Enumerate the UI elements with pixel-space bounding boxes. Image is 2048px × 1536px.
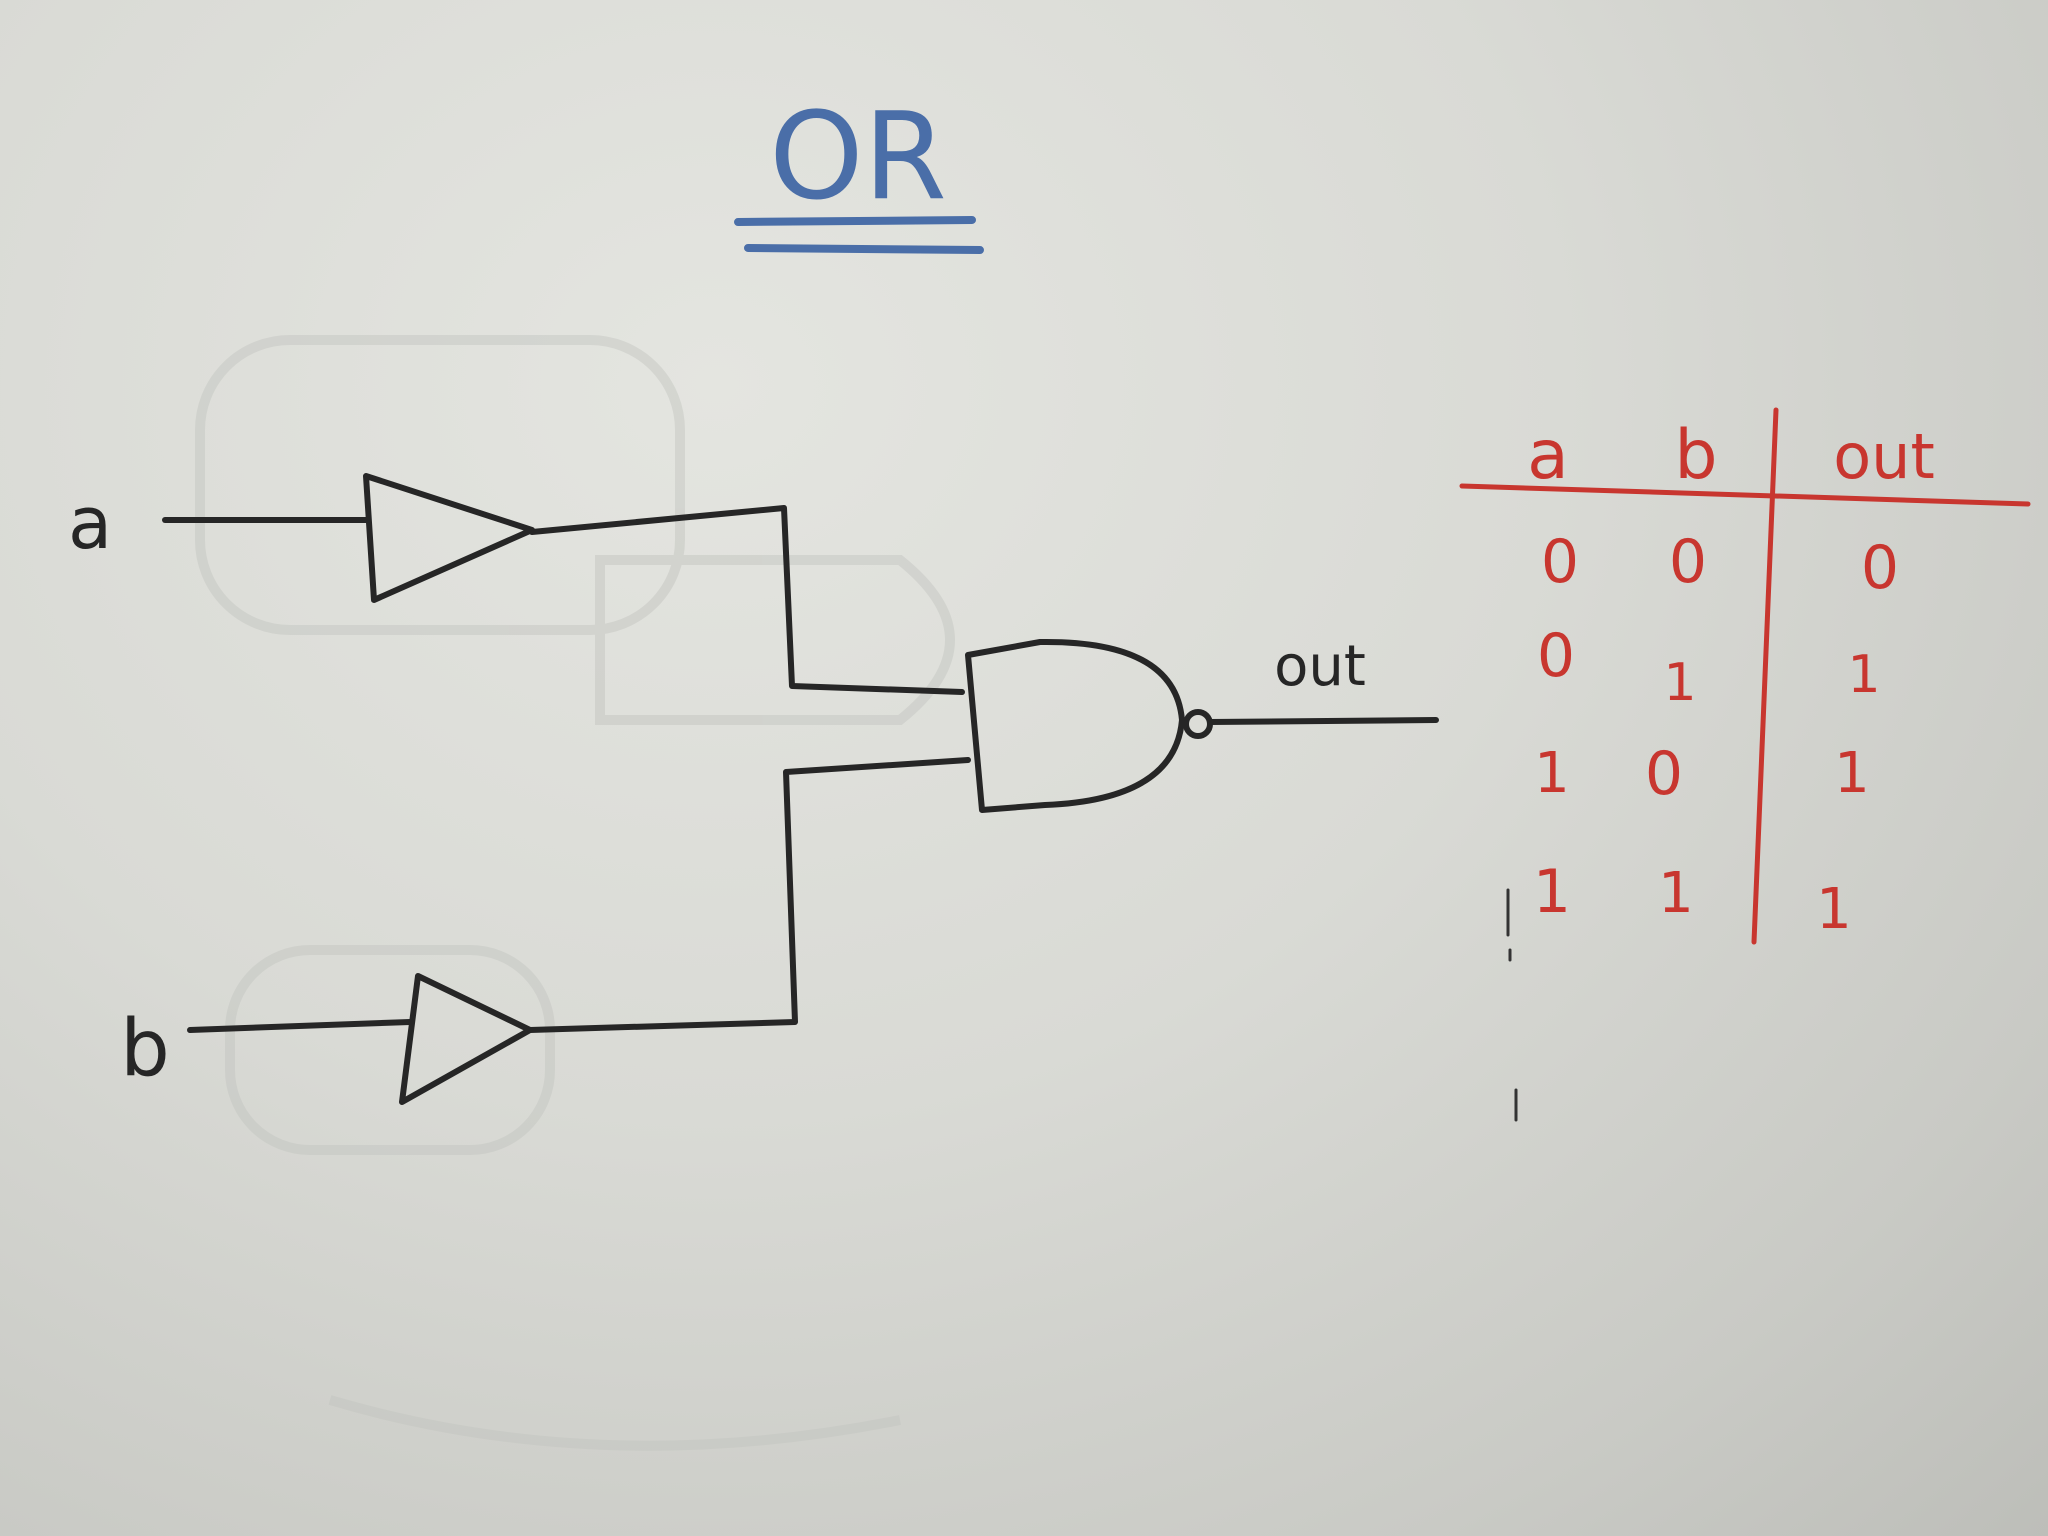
logic-circuit: a b out (68, 473, 1439, 1105)
nand-inversion-bubble (1183, 709, 1213, 739)
buffer-gate-b (399, 973, 533, 1105)
truth-table-cell: 1 (1534, 741, 1570, 806)
truth-table-cell: 1 (1834, 741, 1870, 806)
truth-table-cell: 0 (1669, 527, 1707, 597)
diagram-title: OR (769, 88, 947, 227)
title-block: OR (734, 88, 984, 254)
truth-table-cell: 0 (1541, 527, 1579, 597)
truth-table-cell: 1 (1658, 861, 1694, 926)
truth-table-cell: 1 (1816, 877, 1852, 942)
truth-table-header-rule (1459, 483, 2031, 507)
wire-input-b (187, 1019, 413, 1033)
truth-table-header-a: a (1527, 416, 1569, 495)
truth-table-cell: 1 (1533, 857, 1571, 927)
output-label: out (1274, 634, 1366, 699)
erased-smudges (195, 335, 955, 1451)
truth-table-header-out: out (1833, 420, 1935, 493)
truth-table-cell: 0 (1645, 739, 1683, 809)
wire-output (1207, 717, 1439, 725)
truth-table: a b out 0 0 0 0 1 1 1 0 1 1 1 1 (1459, 407, 2031, 945)
truth-table-cell: 0 (1861, 533, 1899, 603)
truth-table-cell: 1 (1847, 645, 1880, 705)
input-label-a: a (68, 481, 112, 565)
title-underline-bottom (744, 244, 984, 254)
nand-gate (965, 638, 1185, 813)
wire-a-to-nand (529, 505, 965, 695)
title-underline-top (734, 216, 976, 226)
stray-marks (1506, 888, 1518, 1122)
buffer-gate-a (363, 473, 535, 603)
wire-b-to-nand (527, 757, 971, 1033)
input-label-b: b (120, 1004, 170, 1094)
truth-table-cell: 1 (1663, 653, 1696, 713)
truth-table-column-divider (1751, 407, 1779, 945)
truth-table-cell: 0 (1537, 621, 1575, 691)
truth-table-header-b: b (1674, 416, 1717, 495)
